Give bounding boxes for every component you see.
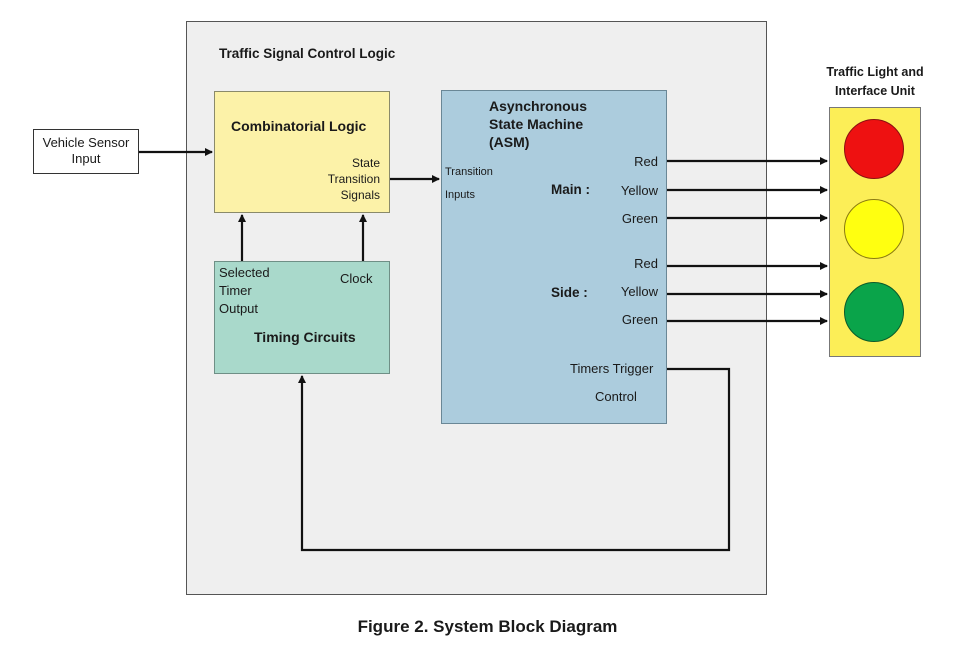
asm-title-line: Asynchronous	[489, 98, 588, 114]
combinatorial-logic-block	[214, 91, 390, 213]
sensor-label-line2: Input	[71, 151, 101, 166]
asm-title-line: (ASM)	[489, 134, 530, 150]
timers-trigger-label: Timers Trigger	[570, 361, 654, 376]
sel-line: Output	[219, 301, 259, 316]
asm-title-line: State Machine	[489, 116, 584, 132]
combinatorial-logic-title: Combinatorial Logic	[231, 118, 367, 134]
clock-label: Clock	[340, 271, 373, 286]
sts-line: Signals	[340, 188, 380, 202]
asm-title: Asynchronous State Machine (ASM)	[489, 97, 587, 151]
tl-title-line: Traffic Light and	[826, 65, 924, 79]
sel-line: Selected	[219, 265, 270, 280]
sts-line: Transition	[327, 172, 380, 186]
main-yellow-label: Yellow	[620, 183, 658, 198]
sel-line: Timer	[219, 283, 252, 298]
side-green-label: Green	[621, 312, 658, 327]
main-red-label: Red	[634, 154, 658, 169]
control-label: Control	[595, 389, 637, 404]
red-lamp-icon	[844, 119, 904, 179]
ti-line: Inputs	[445, 189, 475, 201]
figure-caption: Figure 2. System Block Diagram	[357, 617, 618, 636]
side-yellow-label: Yellow	[620, 284, 658, 299]
vehicle-sensor-input-block: Vehicle Sensor Input	[33, 129, 139, 174]
tl-title-line: Interface Unit	[835, 84, 915, 98]
timing-circuits-block	[214, 261, 390, 374]
timing-circuits-title: Timing Circuits	[254, 329, 356, 345]
traffic-light-title: Traffic Light and Interface Unit	[810, 63, 940, 101]
main-green-label: Green	[621, 211, 658, 226]
sensor-label-line1: Vehicle Sensor	[42, 135, 130, 150]
main-road-label: Main :	[551, 182, 590, 197]
transition-inputs-label: Transition Inputs	[445, 161, 493, 207]
state-transition-signals-label: State Transition Signals	[320, 155, 380, 203]
ti-line: Transition	[445, 166, 493, 178]
timers-feedback-arrow	[298, 367, 731, 552]
selected-timer-output-label: Selected Timer Output	[219, 264, 270, 318]
sts-line: State	[351, 156, 380, 170]
container-title: Traffic Signal Control Logic	[219, 46, 396, 61]
side-road-label: Side :	[551, 285, 588, 300]
green-lamp-icon	[844, 282, 904, 342]
asm-block	[441, 90, 667, 424]
side-red-label: Red	[634, 256, 658, 271]
yellow-lamp-icon	[844, 199, 904, 259]
